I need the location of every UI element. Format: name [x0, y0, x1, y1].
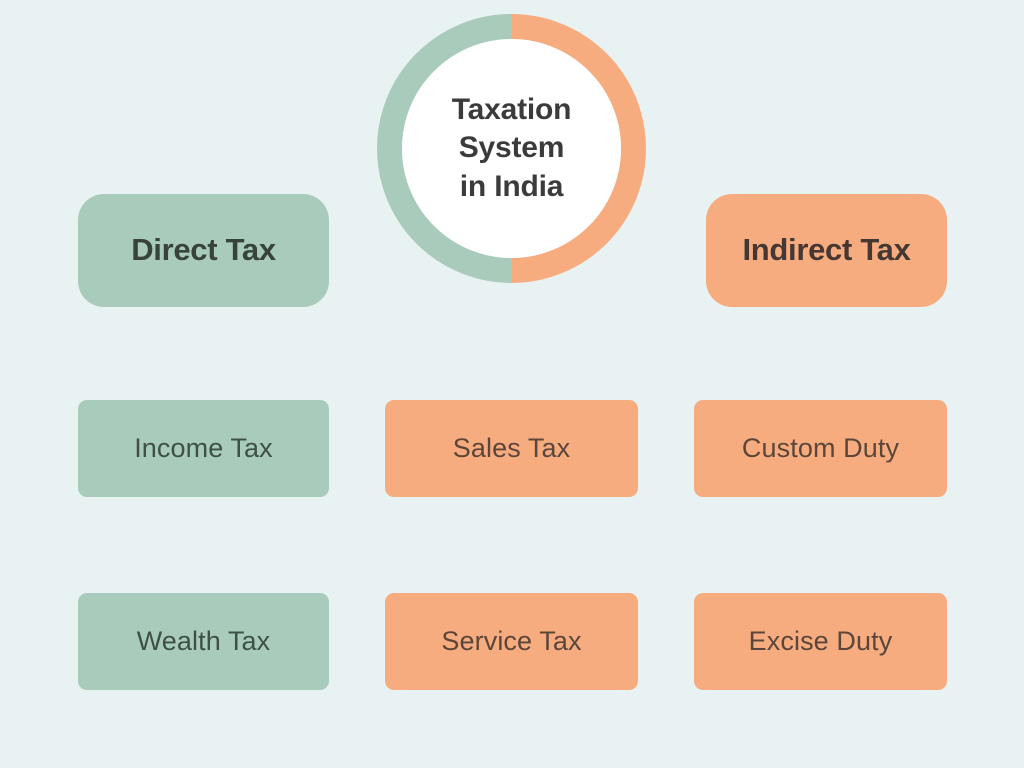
node-income-tax[interactable]: Income Tax	[78, 400, 329, 497]
node-service-tax[interactable]: Service Tax	[385, 593, 638, 690]
node-custom-duty-label: Custom Duty	[741, 432, 900, 463]
node-wealth-tax-label: Wealth Tax	[136, 625, 271, 656]
node-sales-tax[interactable]: Sales Tax	[385, 400, 638, 497]
node-custom-duty[interactable]: Custom Duty	[694, 400, 947, 497]
node-indirect-tax[interactable]: Indirect Tax	[706, 194, 947, 307]
node-excise-duty-label: Excise Duty	[748, 625, 893, 656]
node-wealth-tax[interactable]: Wealth Tax	[78, 593, 329, 690]
node-sales-tax-label: Sales Tax	[452, 432, 571, 463]
node-indirect-tax-label: Indirect Tax	[742, 232, 911, 268]
hub-donut: Taxation System in India	[377, 14, 646, 283]
hub-center: Taxation System in India	[402, 39, 621, 258]
node-excise-duty[interactable]: Excise Duty	[694, 593, 947, 690]
node-direct-tax[interactable]: Direct Tax	[78, 194, 329, 307]
node-income-tax-label: Income Tax	[134, 432, 273, 463]
page-title: Taxation System in India	[451, 92, 572, 203]
donut-ring-icon	[377, 14, 646, 283]
donut-left-arc	[377, 14, 512, 283]
node-direct-tax-label: Direct Tax	[131, 232, 276, 268]
node-service-tax-label: Service Tax	[441, 625, 582, 656]
donut-right-arc	[511, 14, 646, 283]
